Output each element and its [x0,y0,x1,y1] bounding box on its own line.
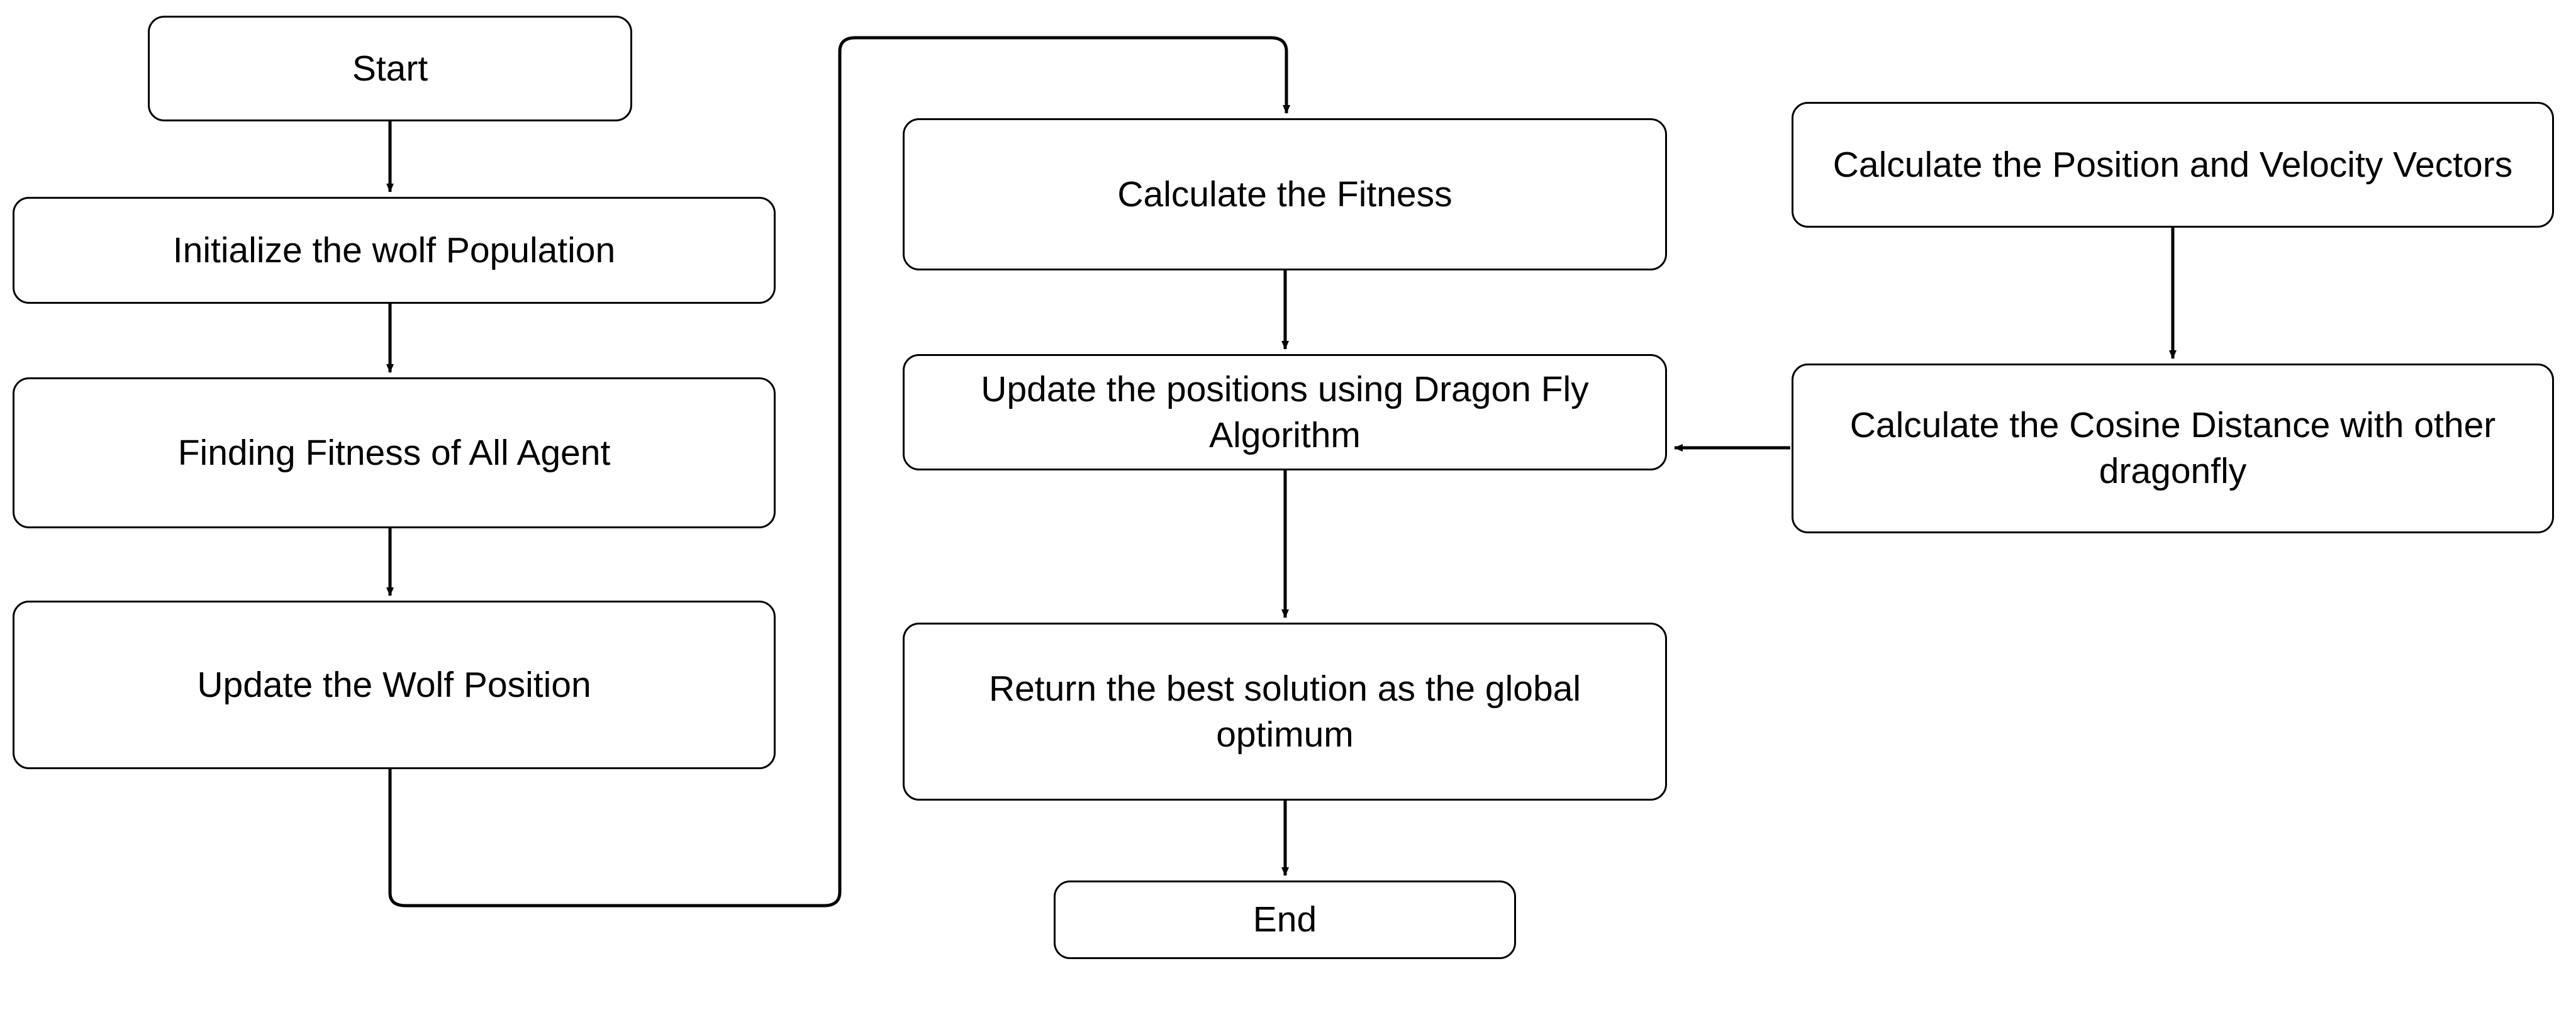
edge-update-wolf-to-calculate-fitness [388,36,1290,908]
node-calculate-cosine-distance-label: Calculate the Cosine Distance with other… [1849,405,2496,491]
node-update-positions-dragonfly-label: Update the positions using Dragon Fly Al… [981,369,1589,455]
node-initialize-wolf-population[interactable]: Initialize the wolf Population [13,197,776,304]
node-calculate-position-velocity-vectors-label: Calculate the Position and Velocity Vect… [1832,144,2513,185]
node-update-wolf-position[interactable]: Update the Wolf Position [13,601,776,769]
node-calculate-position-velocity-vectors[interactable]: Calculate the Position and Velocity Vect… [1792,102,2554,228]
node-update-positions-dragonfly[interactable]: Update the positions using Dragon Fly Al… [903,354,1667,470]
node-initialize-wolf-population-label: Initialize the wolf Population [172,230,616,270]
node-finding-fitness-of-all-agent[interactable]: Finding Fitness of All Agent [13,377,776,528]
node-return-best-solution-label: Return the best solution as the global o… [988,668,1581,755]
node-return-best-solution[interactable]: Return the best solution as the global o… [903,623,1667,801]
node-update-wolf-position-label: Update the Wolf Position [197,664,591,705]
node-finding-fitness-of-all-agent-label: Finding Fitness of All Agent [177,432,611,473]
node-end-label: End [1252,899,1317,940]
node-calculate-the-fitness-label: Calculate the Fitness [1117,174,1452,214]
node-calculate-the-fitness[interactable]: Calculate the Fitness [903,118,1667,270]
node-start-label: Start [352,48,428,89]
node-start[interactable]: Start [148,16,632,121]
node-end[interactable]: End [1054,880,1516,959]
node-calculate-cosine-distance[interactable]: Calculate the Cosine Distance with other… [1792,364,2554,533]
